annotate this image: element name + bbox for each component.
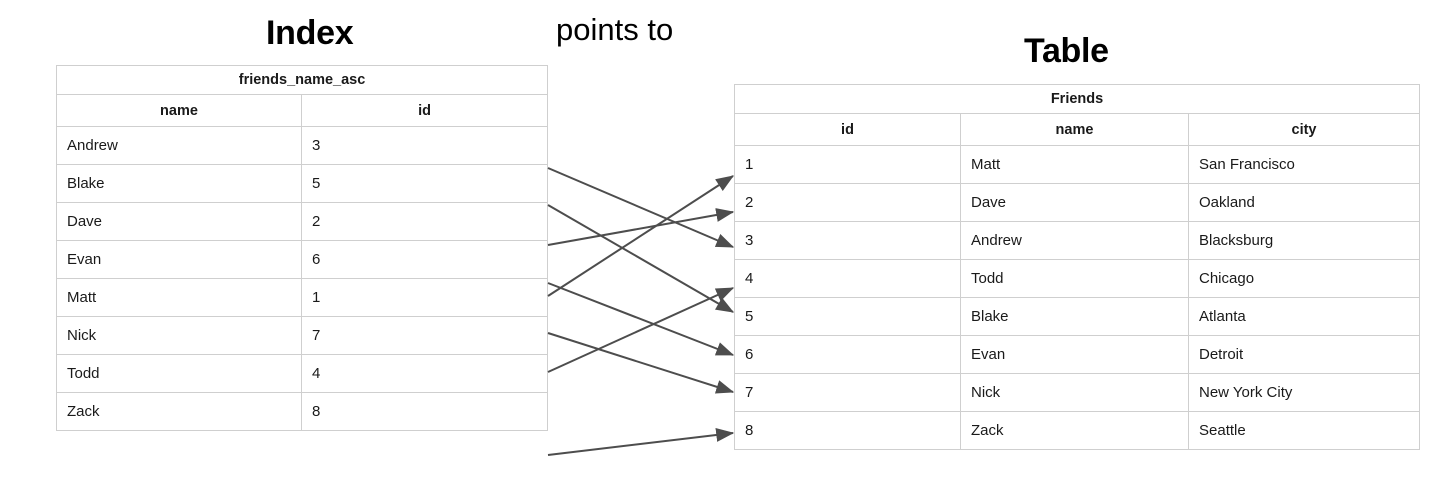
index-cell-id: 3: [300, 126, 549, 165]
index-cell-id: 2: [300, 202, 549, 241]
friends-cell-id: 3: [734, 221, 961, 260]
friends-cell-id: 6: [734, 335, 961, 374]
pointer-arrow-andrew-to-id-3: [547, 167, 735, 248]
friends-cell-name: Andrew: [960, 221, 1189, 260]
index-cell-id: 7: [300, 316, 549, 355]
index-title: friends_name_asc: [55, 65, 549, 95]
friends-cell-id: 8: [734, 411, 961, 450]
index-cell-name: Zack: [56, 392, 302, 431]
index-column-header-name: name: [56, 94, 302, 127]
friends-cell-city: Detroit: [1187, 335, 1421, 374]
friends-cell-id: 2: [734, 183, 961, 222]
friends-cell-city: Seattle: [1187, 411, 1421, 450]
pointer-arrow-matt-to-id-1: [547, 175, 735, 297]
index-cell-name: Dave: [56, 202, 302, 241]
friends-cell-name: Zack: [960, 411, 1189, 450]
friends-cell-id: 5: [734, 297, 961, 336]
friends-cell-name: Dave: [960, 183, 1189, 222]
index-cell-id: 6: [300, 240, 549, 279]
index-cell-name: Andrew: [56, 126, 302, 165]
index-title-row: friends_name_asc: [55, 65, 549, 95]
pointer-arrow-zack-to-id-8: [547, 428, 735, 456]
index-heading: Index: [266, 14, 354, 52]
index-cell-id: 5: [300, 164, 549, 203]
index-column-header-id: id: [300, 94, 549, 127]
friends-cell-city: New York City: [1187, 373, 1421, 412]
index-cell-id: 8: [300, 392, 549, 431]
index-cell-name: Nick: [56, 316, 302, 355]
pointer-arrow-blake-to-id-5: [547, 204, 735, 313]
index-cell-name: Todd: [56, 354, 302, 393]
points-to-label: points to: [556, 12, 674, 47]
friends-column-header-id: id: [734, 113, 961, 146]
friends-cell-name: Nick: [960, 373, 1189, 412]
friends-column-header-name: name: [960, 113, 1189, 146]
pointer-arrow-dave-to-id-2: [547, 208, 735, 246]
pointer-arrow-nick-to-id-7: [547, 332, 735, 394]
index-cell-name: Matt: [56, 278, 302, 317]
index-cell-name: Blake: [56, 164, 302, 203]
friends-cell-city: Blacksburg: [1187, 221, 1421, 260]
friends-cell-name: Evan: [960, 335, 1189, 374]
friends-cell-city: Chicago: [1187, 259, 1421, 298]
friends-column-header-city: city: [1187, 113, 1421, 146]
table-heading: Table: [1024, 32, 1109, 70]
friends-cell-name: Blake: [960, 297, 1189, 336]
index-cell-id: 4: [300, 354, 549, 393]
friends-cell-id: 4: [734, 259, 961, 298]
friends-cell-city: Oakland: [1187, 183, 1421, 222]
index-cell-id: 1: [300, 278, 549, 317]
friends-cell-city: Atlanta: [1187, 297, 1421, 336]
friends-cell-name: Matt: [960, 145, 1189, 184]
friends-cell-name: Todd: [960, 259, 1189, 298]
pointer-arrow-evan-to-id-6: [547, 282, 735, 356]
friends-cell-id: 1: [734, 145, 961, 184]
pointer-arrow-todd-to-id-4: [547, 287, 735, 373]
friends-cell-city: San Francisco: [1187, 145, 1421, 184]
index-cell-name: Evan: [56, 240, 302, 279]
friends-title-row: Friends: [733, 84, 1421, 114]
friends-cell-id: 7: [734, 373, 961, 412]
friends-title: Friends: [733, 84, 1421, 114]
